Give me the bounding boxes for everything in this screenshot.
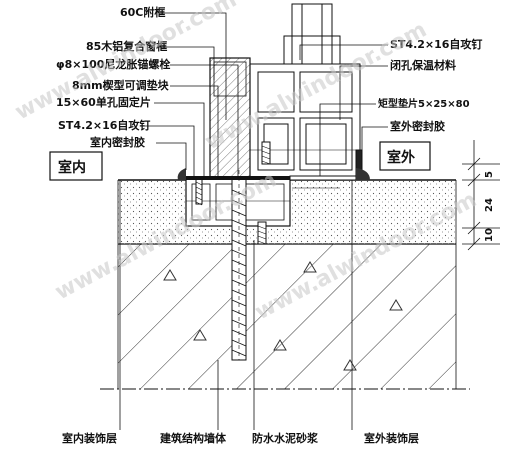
svg-text:室外: 室外 [387, 149, 415, 166]
dim-24: 24 [484, 198, 495, 212]
label-spacer: 矩型垫片5×25×80 [378, 97, 470, 110]
bottom-leaders [119, 240, 353, 430]
dim-10: 10 [484, 228, 495, 242]
dim-5: 5 [484, 171, 495, 178]
fixing-plate [186, 176, 290, 180]
label-fixing-plate: 15×60单孔固定片 [56, 95, 151, 109]
right-leaders [299, 44, 388, 176]
label-anchor-bolt: φ8×100尼龙胀锚螺栓 [56, 57, 170, 71]
label-screw-right: ST4.2×16自攻钉 [390, 37, 482, 51]
label-mortar: 防水水泥砂浆 [252, 431, 319, 445]
glass-pane [283, 3, 341, 65]
dimension-column [462, 140, 500, 251]
label-seal-inner: 室内密封胶 [90, 135, 145, 149]
label-structural-wall: 建筑结构墙体 [160, 431, 227, 445]
label-wedge: 8mm楔型可调垫块 [72, 78, 170, 92]
svg-text:室内: 室内 [58, 159, 86, 176]
structural-wall [118, 243, 456, 389]
label-outdoor-finish: 室外装饰层 [364, 431, 419, 445]
rect-spacer [289, 175, 357, 181]
label-60c-frame: 60C附框 [120, 5, 165, 19]
label-insulation: 闭孔保温材料 [390, 58, 456, 72]
indoor-label-box: 室内 [49, 151, 103, 181]
anchor-bolt [231, 170, 247, 361]
outdoor-label-box: 室外 [379, 141, 431, 171]
screw-inner [195, 177, 203, 206]
screw-bottom [257, 221, 267, 245]
outer-seal [356, 168, 370, 180]
screw-left [261, 141, 271, 165]
label-indoor-finish: 室内装饰层 [62, 431, 117, 445]
left-leaders [144, 12, 239, 176]
label-seal-outer: 室外密封胶 [390, 119, 445, 133]
label-screw-left: ST4.2×16自攻钉 [58, 118, 150, 132]
label-wood-frame: 85木铝复合窗框 [86, 39, 167, 53]
inner-seal [177, 168, 186, 180]
